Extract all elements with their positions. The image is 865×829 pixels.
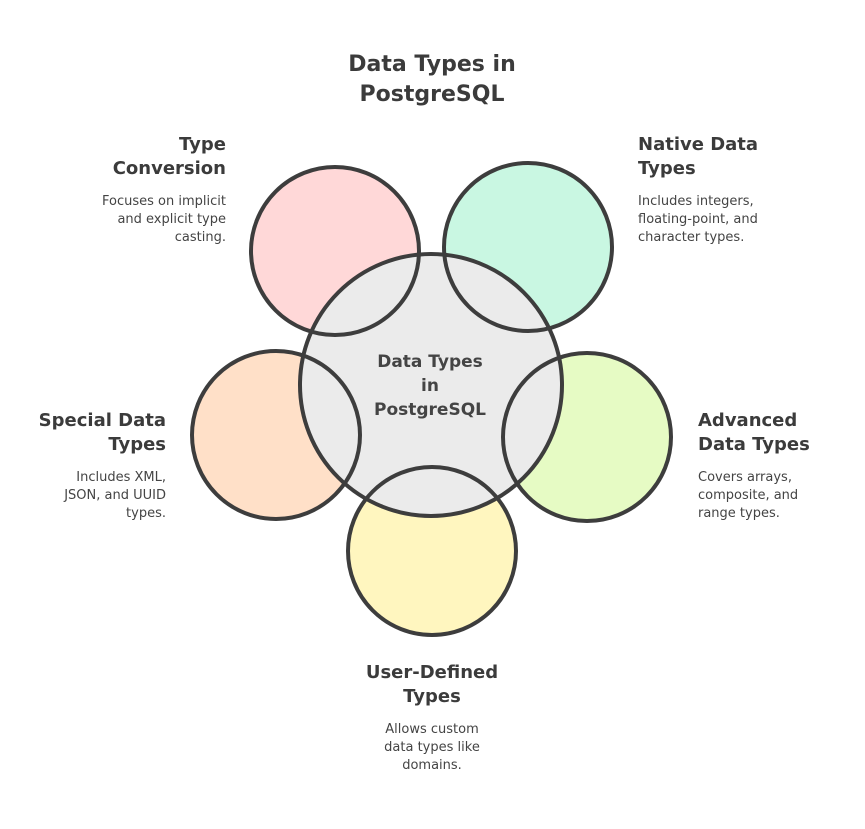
circle-fill-center [300,254,562,516]
diagram-title: Data Types in PostgreSQL [348,52,516,107]
circle-stroke-center [298,252,564,518]
node-heading: Type Conversion [112,134,226,179]
circle-stroke-native [442,161,614,333]
circle-stroke-advanced [501,351,673,523]
node-heading: Advanced Data Types [698,410,810,455]
node-description: Allows custom data types like domains. [384,722,480,773]
node-heading: Special Data Types [38,410,166,455]
node-description: Covers arrays, composite, and range type… [698,470,799,521]
node-description: Focuses on implicit and explicit type ca… [102,194,226,245]
node-description: Includes XML, JSON, and UUID types. [64,470,166,521]
node-native: Native Data Types Includes integers, flo… [638,133,838,247]
node-user-defined: User-Defined Types Allows custom data ty… [330,661,534,775]
node-type-conversion: Type Conversion Focuses on implicit and … [60,133,226,247]
node-heading: User-Defined Types [365,662,499,707]
circle-stroke-special [190,349,362,521]
circle-stroke-type-conversion [249,165,421,337]
circle-stroke-user-defined [346,465,518,637]
node-special: Special Data Types Includes XML, JSON, a… [6,409,166,523]
node-description: Includes integers, floating-point, and c… [638,194,758,245]
node-heading: Native Data Types [638,134,759,179]
center-label: Data Types in PostgreSQL [374,352,486,420]
node-advanced: Advanced Data Types Covers arrays, compo… [698,409,858,523]
